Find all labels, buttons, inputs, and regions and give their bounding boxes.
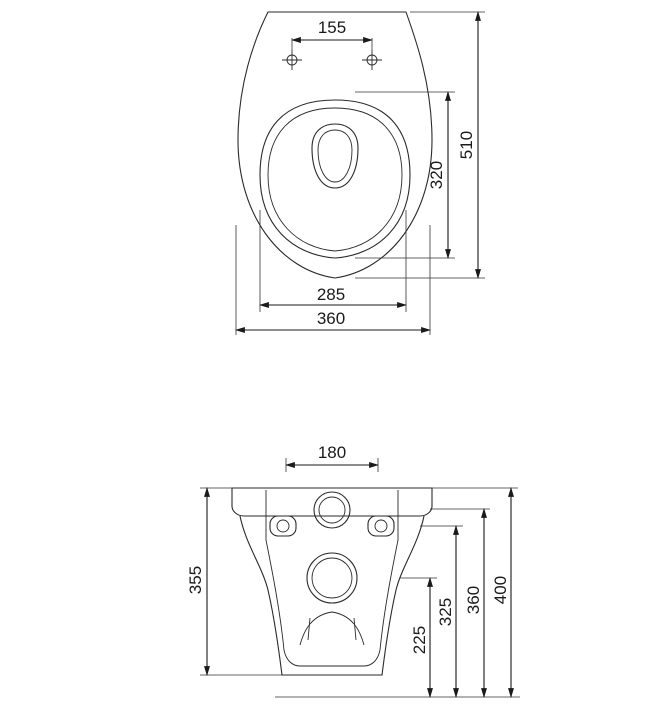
top-view-bowl-inner <box>267 107 403 252</box>
fixing-hole-right <box>362 50 382 70</box>
dim-inlet-height-label: 325 <box>436 598 455 626</box>
top-view-outer-outline <box>237 11 433 279</box>
front-view: 180 355 225 325 360 <box>186 443 520 698</box>
dim-outlet-height: 225 <box>400 577 437 698</box>
dim-outlet-height-label: 225 <box>410 626 429 654</box>
outlet-opening <box>306 552 358 604</box>
dim-total-height-left: 355 <box>186 487 282 676</box>
dim-waste-width: 180 <box>285 443 379 472</box>
dim-bowl-width: 285 <box>259 210 407 312</box>
dim-fixing-height-label: 360 <box>464 586 483 614</box>
front-view-foot-inner <box>307 617 357 641</box>
top-view-bowl-rim <box>259 99 411 259</box>
front-view-body-inner <box>265 490 399 667</box>
dim-overall-length-label: 510 <box>457 131 476 159</box>
top-view: 155 320 510 285 360 <box>235 11 485 335</box>
dim-fixing-spacing-label: 155 <box>318 18 346 37</box>
dim-bowl-length: 320 <box>355 91 455 259</box>
dim-inlet-height: 325 <box>420 525 463 698</box>
dim-total-height-left-label: 355 <box>186 566 205 594</box>
fixing-lug-left <box>269 515 297 537</box>
fixing-lug-right <box>367 515 395 537</box>
fixing-hole-left <box>282 50 302 70</box>
dim-fixing-spacing: 155 <box>291 18 373 50</box>
dim-waste-width-label: 180 <box>318 443 346 462</box>
dim-overall-width: 360 <box>235 225 431 335</box>
front-view-body-outer <box>239 515 425 676</box>
dim-fixing-height: 360 <box>430 508 490 698</box>
front-view-rim <box>231 487 433 517</box>
dim-overall-width-label: 360 <box>317 309 345 328</box>
dim-bowl-width-label: 285 <box>317 285 345 304</box>
dim-bowl-length-label: 320 <box>427 161 446 189</box>
inlet-opening <box>313 491 351 529</box>
front-view-foot <box>299 611 365 646</box>
top-view-drain-opening <box>311 123 359 189</box>
dim-overall-length: 510 <box>355 11 485 279</box>
top-view-drain-inner <box>317 129 353 183</box>
dim-overall-height: 400 <box>432 487 518 698</box>
dim-overall-height-label: 400 <box>491 576 510 604</box>
